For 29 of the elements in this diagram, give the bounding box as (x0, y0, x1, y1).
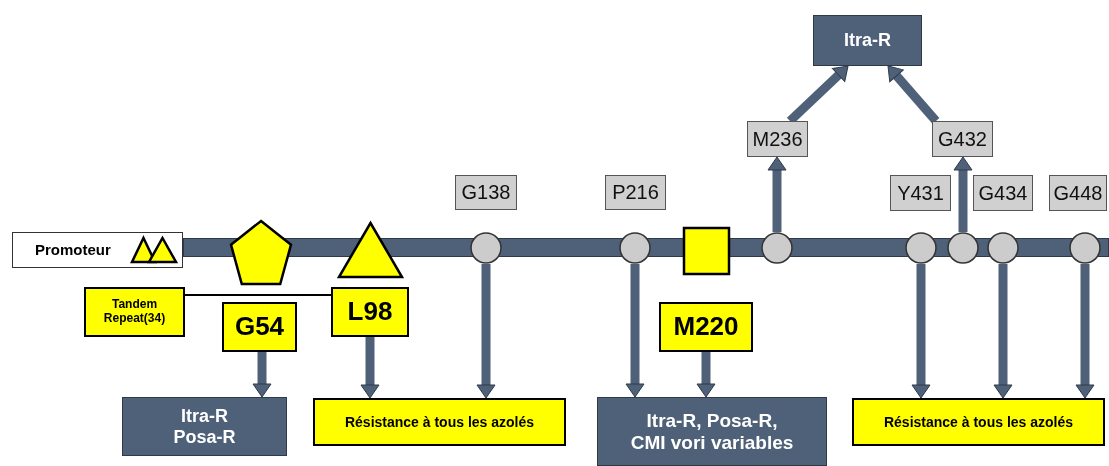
mutation-box: L98 (331, 287, 409, 337)
circle-marker (947, 232, 979, 264)
mutation-label: G434 (973, 175, 1033, 211)
result-box: Itra-R, Posa-R, CMI vori variables (597, 397, 827, 466)
mutation-label: G138 (455, 175, 517, 210)
mutation-label: G432 (932, 121, 993, 157)
promoter-label: Promoteur (35, 241, 111, 259)
triangle-marker (338, 222, 403, 278)
mutation-box: Résistance à tous les azolés (852, 398, 1105, 446)
pentagon-marker (230, 220, 292, 285)
mutation-box: Tandem Repeat(34) (84, 287, 185, 337)
circle-marker (905, 232, 937, 264)
triangle-marker (148, 237, 177, 263)
result-box: Itra-R (813, 15, 922, 66)
square-marker (683, 227, 730, 275)
mutation-box: M220 (659, 302, 753, 352)
mutation-label: M236 (747, 121, 808, 157)
result-box: Itra-R Posa-R (122, 397, 287, 456)
mutation-label: Y431 (890, 175, 951, 211)
mutation-label: P216 (605, 175, 666, 210)
mutation-label: G448 (1049, 175, 1107, 211)
mutation-box: Résistance à tous les azolés (313, 398, 566, 446)
circle-marker (619, 232, 651, 264)
circle-marker (470, 232, 502, 264)
circle-marker (1069, 232, 1101, 264)
mutation-box: G54 (222, 302, 297, 352)
promoter-box (12, 232, 183, 268)
circle-marker (987, 232, 1019, 264)
circle-marker (761, 232, 793, 264)
